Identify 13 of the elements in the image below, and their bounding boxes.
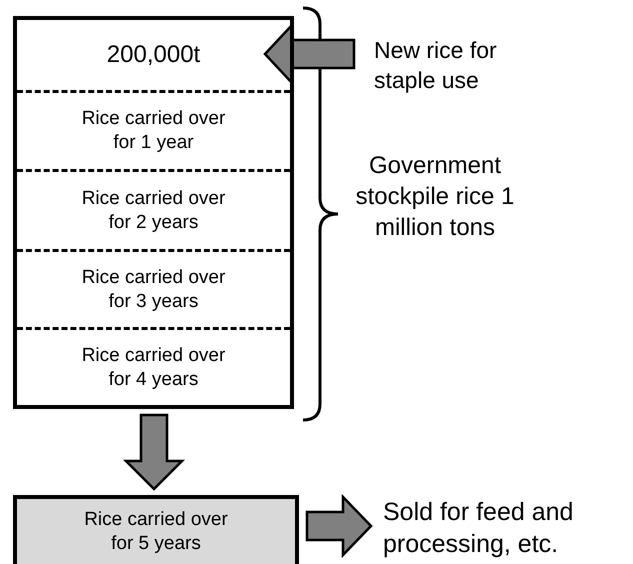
row-text: Rice carried over for 5 years (83, 508, 229, 556)
row-text: Rice carried over for 2 years (80, 186, 226, 234)
bracket-label: Government stockpile rice 1 million tons (355, 151, 515, 244)
flow-label: New rice for staple use (374, 36, 498, 95)
storage-box (13, 495, 299, 564)
block-arrow (306, 494, 373, 558)
stockpile-box (13, 16, 294, 409)
row-text: 200,000t (106, 40, 200, 70)
row-text: Rice carried over for 3 years (80, 266, 226, 314)
row-text: Rice carried over for 1 year (80, 107, 226, 155)
row-text: Rice carried over for 4 years (80, 344, 226, 392)
flow-label: Sold for feed and processing, etc. (383, 496, 574, 560)
block-arrow (122, 414, 186, 491)
